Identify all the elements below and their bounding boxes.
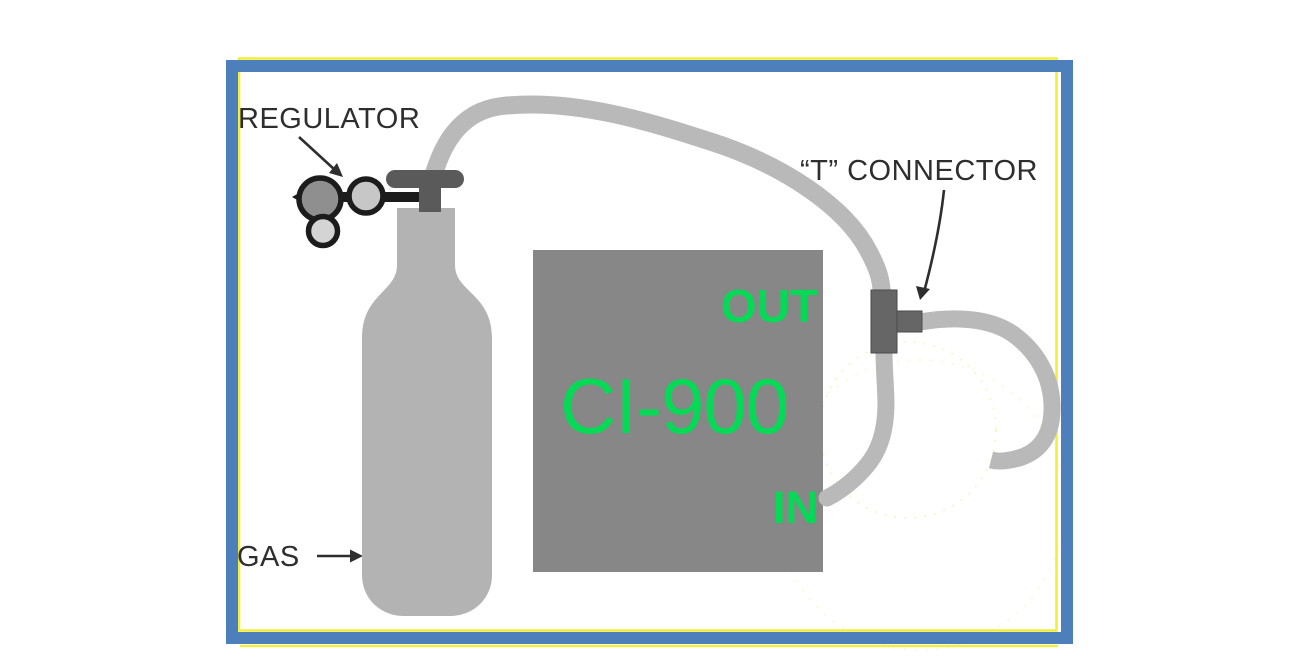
valve-handle [386, 170, 464, 188]
gas-label: GAS [237, 541, 300, 573]
t-connector-arrow [922, 189, 946, 293]
in-port-label: IN [773, 482, 818, 533]
tube-vent-loop [918, 310, 1061, 470]
t-connector-nub [896, 310, 923, 333]
gas-cylinder [362, 208, 492, 616]
regulator-assembly [292, 170, 464, 249]
regulator-label: REGULATOR [238, 103, 420, 135]
gas-arrowhead [350, 549, 363, 563]
t-connector-label: “T” CONNECTOR [800, 155, 1038, 187]
regulator-knob [305, 213, 341, 249]
regulator-gauge-large [296, 175, 344, 223]
tube-regulator-to-t [420, 95, 891, 304]
regulator-arrow [298, 136, 336, 171]
t-connector-arrowhead [916, 286, 930, 300]
device-model-label: CI-900 [560, 362, 788, 450]
regulator-arrowhead [329, 163, 343, 177]
frame-blue-border [226, 60, 1073, 644]
tube-t-to-in [818, 341, 895, 507]
regulator-gauge-small [346, 176, 386, 216]
out-port-label: OUT [721, 280, 818, 332]
analyzer-box [533, 250, 823, 572]
watermark-circle [819, 341, 997, 519]
valve-stem [419, 182, 441, 212]
frame-yellow-accent [237, 57, 1058, 632]
t-connector [870, 289, 923, 354]
t-connector-body [870, 289, 898, 354]
